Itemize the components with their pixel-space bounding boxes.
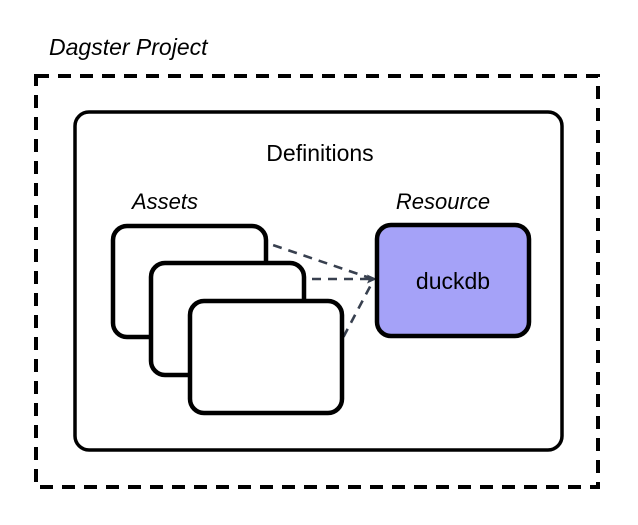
duckdb-node-box[interactable] [374, 222, 532, 339]
asset-card-front[interactable] [187, 298, 345, 416]
resource-section-label: Resource [396, 189, 490, 214]
assets-section-label: Assets [130, 189, 198, 214]
diagram-title: Dagster Project [49, 34, 209, 60]
assets-card-stack [110, 223, 345, 416]
edge-asset-card-3-to-duckdb [334, 280, 375, 352]
edge-asset-card-1-to-duckdb [257, 238, 374, 281]
duckdb-resource-node[interactable]: duckdb [374, 222, 532, 339]
duckdb-node-label: duckdb [416, 268, 490, 294]
edge-group [257, 238, 377, 352]
edge-arrowhead-icon [367, 274, 377, 284]
definitions-label: Definitions [266, 140, 373, 166]
